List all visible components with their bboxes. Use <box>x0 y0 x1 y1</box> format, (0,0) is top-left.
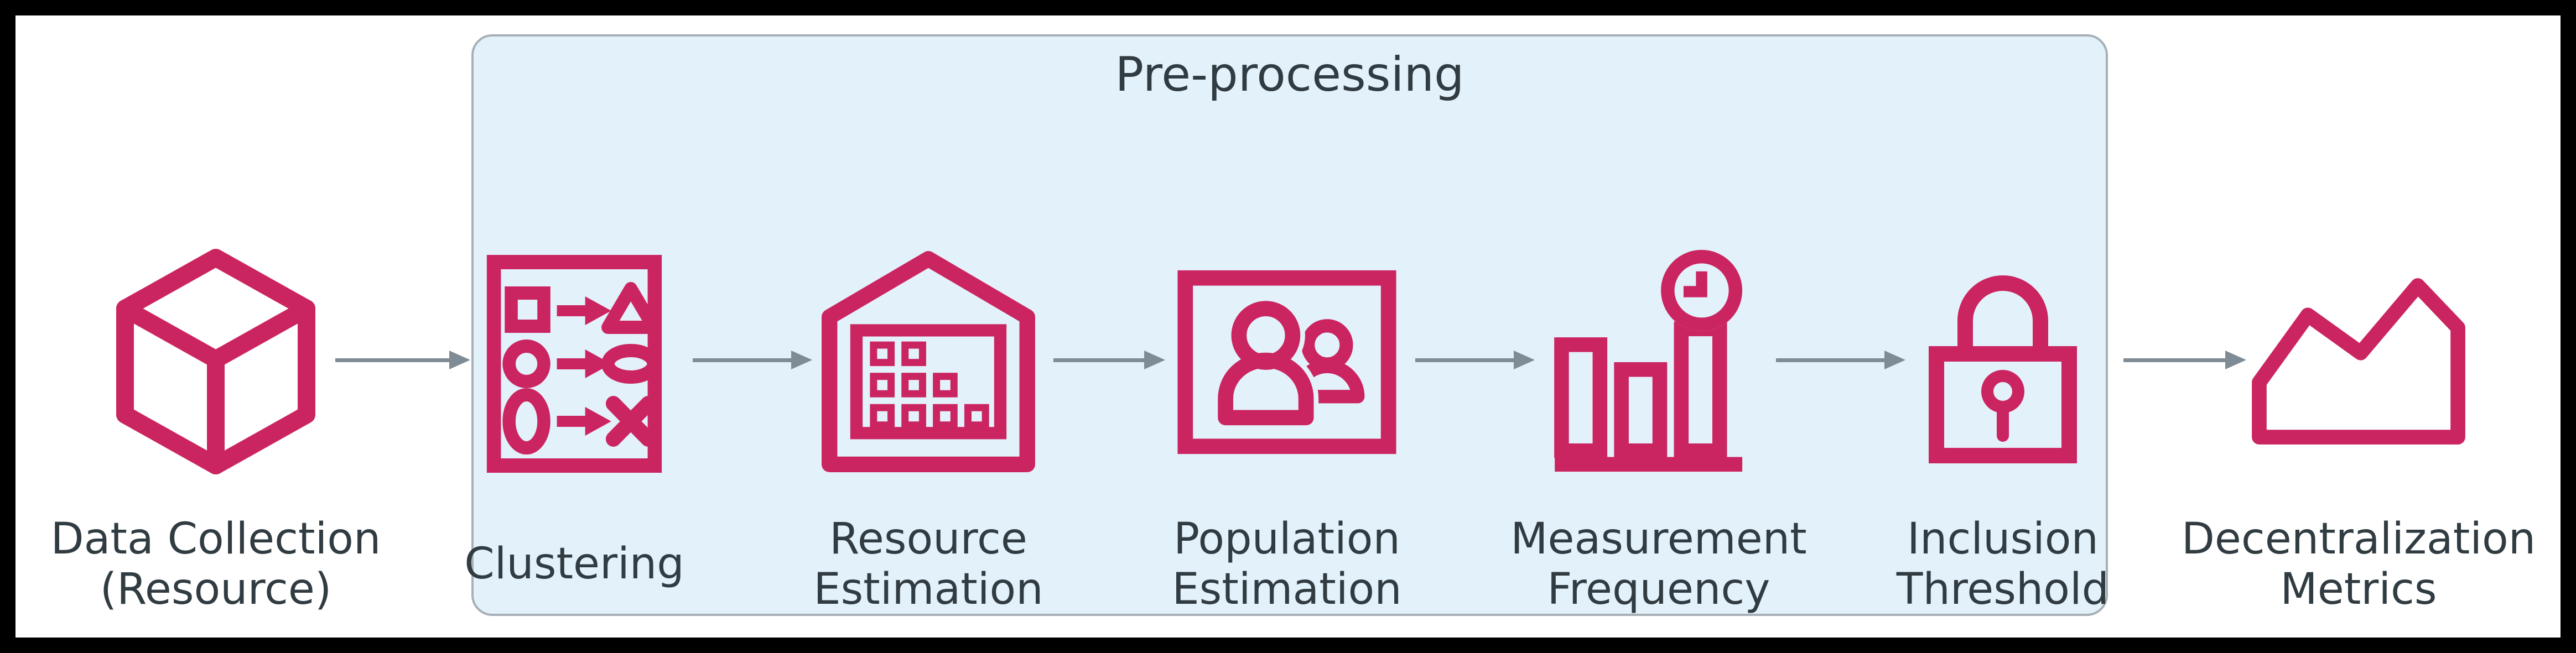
building-grid-icon <box>820 250 1036 473</box>
bar-chart-clock-icon <box>1550 249 1767 472</box>
node-clustering: Clustering <box>381 238 768 628</box>
arrow-line <box>1415 358 1515 362</box>
cube-icon <box>116 247 315 477</box>
arrow-head-icon <box>1884 351 1905 369</box>
mountain-chart-icon <box>2252 278 2465 445</box>
node-label: Data Collection(Resource) <box>50 514 381 614</box>
arrow-line <box>335 358 450 362</box>
arrow-head-icon <box>791 351 812 369</box>
node-label: Clustering <box>464 539 684 589</box>
people-icon <box>1176 267 1398 458</box>
shapes-mapping-icon <box>483 253 666 474</box>
preprocessing-group-title: Pre-processing <box>1115 47 1464 102</box>
arrow-line <box>693 358 792 362</box>
arrow-line <box>2123 358 2226 362</box>
arrow-head-icon <box>1514 351 1535 369</box>
arrow-line <box>1053 358 1145 362</box>
arrow-head-icon <box>1144 351 1165 369</box>
arrow-line <box>1776 358 1886 362</box>
padlock-icon <box>1928 252 2078 469</box>
arrow-head-icon <box>449 351 470 369</box>
node-data-collection: Data Collection(Resource) <box>22 238 409 628</box>
arrow-head-icon <box>2225 351 2246 369</box>
